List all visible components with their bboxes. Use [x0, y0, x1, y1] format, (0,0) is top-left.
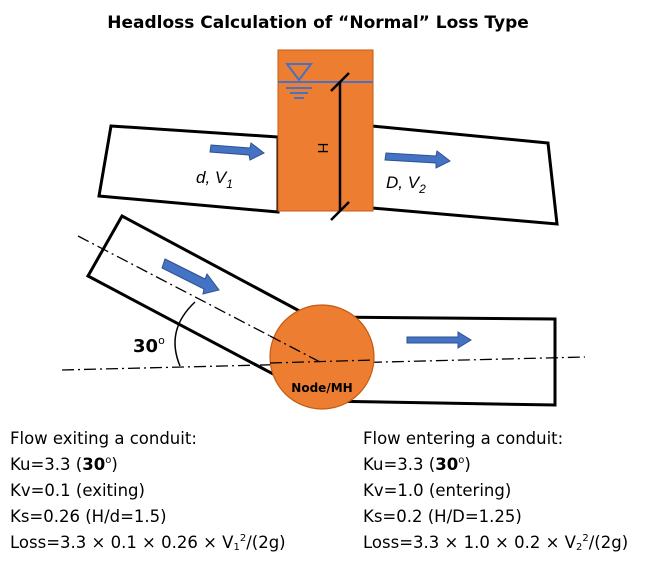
inlet-label-top: d, V1 — [196, 168, 233, 191]
exiting-heading: Flow exiting a conduit: — [10, 429, 197, 448]
angle-arc — [174, 301, 196, 367]
outlet-label-top: D, V2 — [386, 173, 426, 196]
height-dimension — [330, 72, 350, 221]
entering-loss: Loss=3.3 × 1.0 × 0.2 × V22/(2g) — [363, 533, 629, 553]
exiting-ks: Ks=0.26 (H/d=1.5) — [10, 507, 167, 526]
height-label: H — [314, 143, 331, 154]
diagram-title: Headloss Calculation of “Normal” Loss Ty… — [107, 13, 529, 33]
node-label: Node/MH — [291, 381, 352, 395]
exiting-kv: Kv=0.1 (exiting) — [10, 481, 145, 500]
water-level-icon — [285, 63, 313, 99]
outlet-centerline — [61, 356, 586, 371]
entering-conduit-panel: Flow entering a conduit: Ku=3.3 (30o) Kv… — [363, 426, 628, 561]
flow-arrow-outlet-bottom — [406, 331, 472, 349]
entering-ku: Ku=3.3 (30o) — [363, 455, 471, 474]
exiting-conduit-panel: Flow exiting a conduit: Ku=3.3 (30o) Kv=… — [10, 426, 286, 561]
flow-arrow-outlet-top — [384, 150, 451, 169]
node-manhole-circle — [269, 304, 375, 410]
entering-ks: Ks=0.2 (H/D=1.25) — [363, 507, 522, 526]
flow-arrow-inlet-bottom — [161, 258, 220, 295]
outlet-centerline-over-node — [269, 359, 375, 364]
inlet-conduit-top — [97, 124, 280, 214]
headloss-diagram: Headloss Calculation of “Normal” Loss Ty… — [61, 13, 586, 410]
exiting-ku: Ku=3.3 (30o) — [10, 455, 118, 474]
entering-kv: Kv=1.0 (entering) — [363, 481, 512, 500]
exiting-loss: Loss=3.3 × 0.1 × 0.26 × V12/(2g) — [10, 533, 286, 553]
entering-heading: Flow entering a conduit: — [363, 429, 564, 448]
manhole-box — [277, 49, 374, 212]
flow-arrow-inlet-top — [209, 142, 265, 161]
inlet-centerline-over-node — [269, 335, 323, 364]
angle-label: 30o — [133, 334, 165, 357]
